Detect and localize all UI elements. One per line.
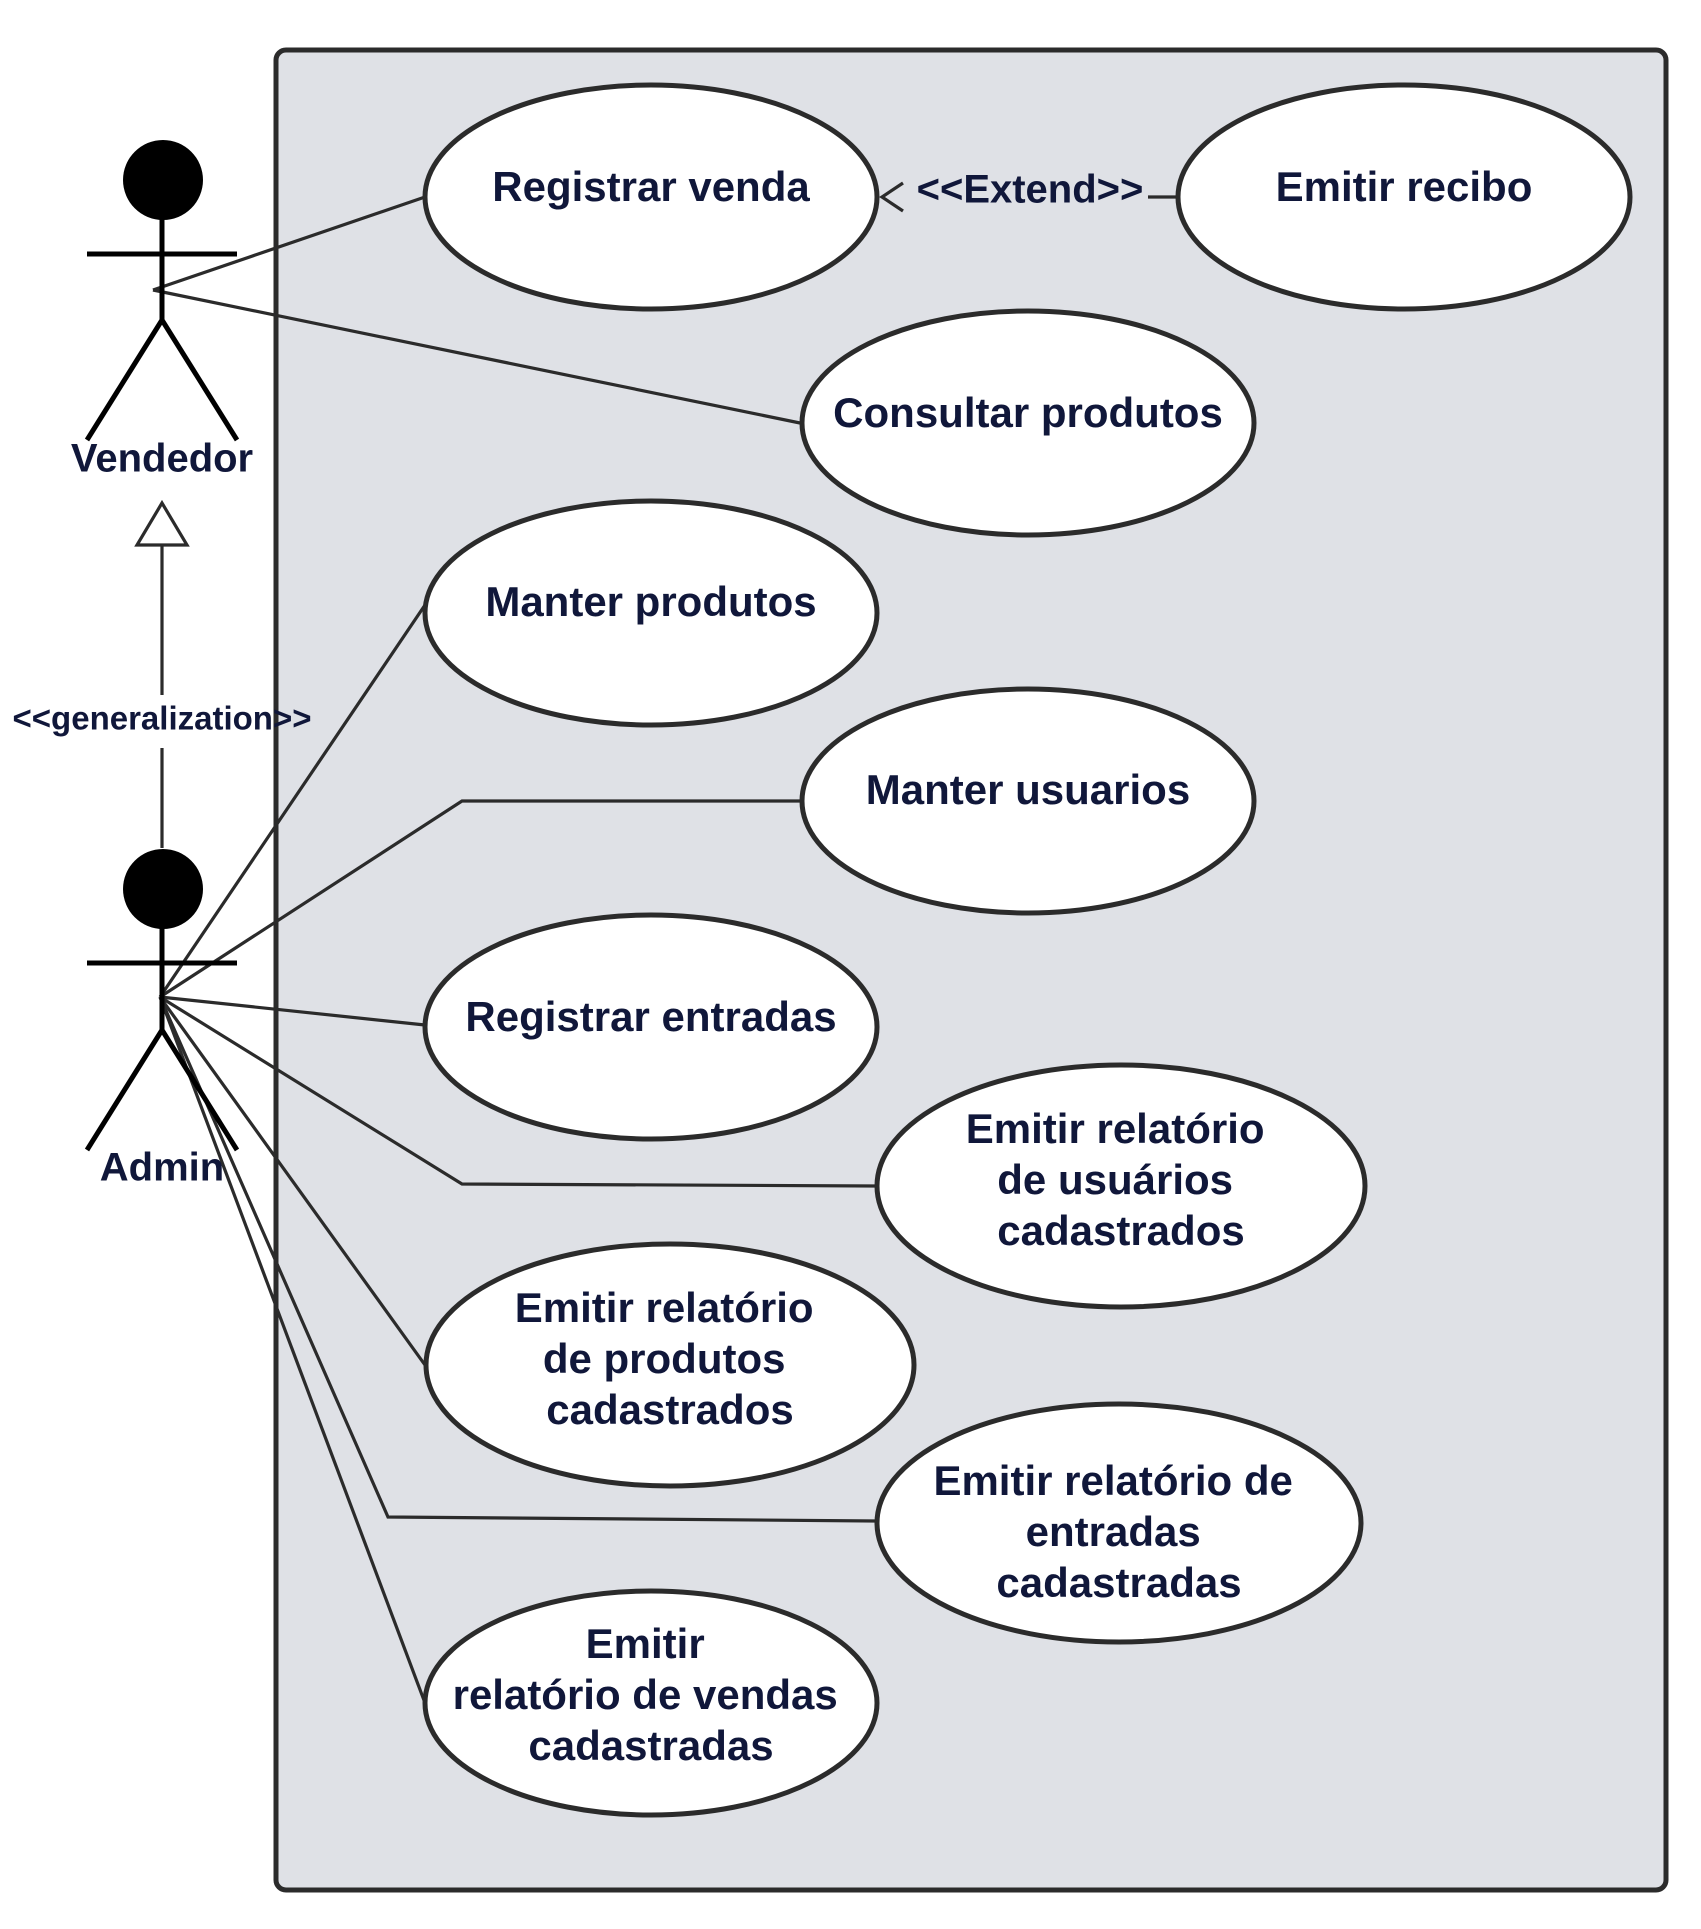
use-case-emitir-recibo[interactable]: Emitir recibo xyxy=(1175,82,1633,312)
use-case-consultar-produtos[interactable]: Consultar produtos xyxy=(799,308,1257,538)
use-case-ellipse xyxy=(423,1241,917,1489)
use-case-label: Emitir relatório de usuários cadastrados xyxy=(966,1105,1276,1254)
association-admin-manter-usuarios[interactable] xyxy=(159,799,800,999)
extend-arrowhead xyxy=(879,181,904,213)
use-case-ellipse xyxy=(1175,82,1633,312)
association-admin-relatorio-produtos[interactable] xyxy=(158,996,427,1366)
actor-name: Admin xyxy=(100,1146,224,1190)
use-case-relatorio-vendas[interactable]: Emitir relatório de vendas cadastradas xyxy=(422,1588,880,1818)
actor-admin[interactable]: Admin xyxy=(84,849,240,1190)
association-vendedor-registrar-venda[interactable] xyxy=(152,195,426,292)
use-case-ellipse xyxy=(799,686,1257,916)
use-case-ellipse xyxy=(874,1062,1368,1310)
use-case-ellipse xyxy=(422,1588,880,1818)
use-case-relatorio-entradas[interactable]: Emitir relatório de entradas cadastradas xyxy=(874,1401,1364,1645)
actor-head xyxy=(123,849,203,929)
actor-right-leg xyxy=(159,318,240,442)
use-case-ellipse xyxy=(422,912,880,1142)
use-case-relatorio-usuarios[interactable]: Emitir relatório de usuários cadastrados xyxy=(874,1062,1368,1310)
use-case-ellipse xyxy=(799,308,1257,538)
vendedor-associations xyxy=(152,195,801,425)
use-case-label: Registrar venda xyxy=(492,163,810,210)
use-case-ellipse xyxy=(422,498,880,728)
association-admin-relatorio-entradas[interactable] xyxy=(158,996,877,1523)
use-case-manter-usuarios[interactable]: Manter usuarios xyxy=(799,686,1257,916)
actor-left-leg xyxy=(84,318,165,442)
generalization-arrowhead xyxy=(134,499,190,547)
use-case-ellipse xyxy=(874,1401,1364,1645)
association-admin-registrar-entradas[interactable] xyxy=(159,995,426,1027)
actor-right-leg xyxy=(159,1028,240,1152)
association-admin-relatorio-vendas[interactable] xyxy=(158,996,427,1704)
actor-left-leg xyxy=(84,1028,165,1152)
use-case-registrar-venda[interactable]: Registrar venda xyxy=(422,82,880,312)
generalization-stereotype-label: <<generalization>> xyxy=(13,700,312,737)
use-case-label: Emitir relatório de vendas cadastradas xyxy=(453,1620,850,1769)
use-case-label: Emitir relatório de produtos cadastrados xyxy=(515,1284,825,1433)
use-case-label: Manter produtos xyxy=(485,578,816,625)
use-case-manter-produtos[interactable]: Manter produtos xyxy=(422,498,880,728)
association-vendedor-consultar-produtos[interactable] xyxy=(152,288,801,425)
generalization-relationship[interactable]: <<generalization>> xyxy=(13,499,312,848)
use-case-label: Consultar produtos xyxy=(833,389,1223,436)
use-case-label: Emitir relatório de entradas cadastradas xyxy=(933,1457,1304,1606)
use-case-registrar-entradas[interactable]: Registrar entradas xyxy=(422,912,880,1142)
use-case-label: Emitir recibo xyxy=(1276,163,1533,210)
extend-stereotype-label: <<Extend>> xyxy=(917,168,1144,212)
use-case-relatorio-produtos[interactable]: Emitir relatório de produtos cadastrados xyxy=(423,1241,917,1489)
actor-head xyxy=(123,140,203,220)
use-case-label: Manter usuarios xyxy=(866,766,1190,813)
association-admin-relatorio-usuarios[interactable] xyxy=(159,995,877,1188)
use-case-ellipse xyxy=(422,82,880,312)
admin-associations xyxy=(158,604,877,1704)
use-case-label: Registrar entradas xyxy=(465,993,836,1040)
extend-relationship[interactable]: <<Extend>> xyxy=(879,168,1178,213)
actor-name: Vendedor xyxy=(71,437,253,481)
association-admin-manter-produtos[interactable] xyxy=(158,604,427,998)
actor-vendedor[interactable]: Vendedor xyxy=(71,140,253,481)
